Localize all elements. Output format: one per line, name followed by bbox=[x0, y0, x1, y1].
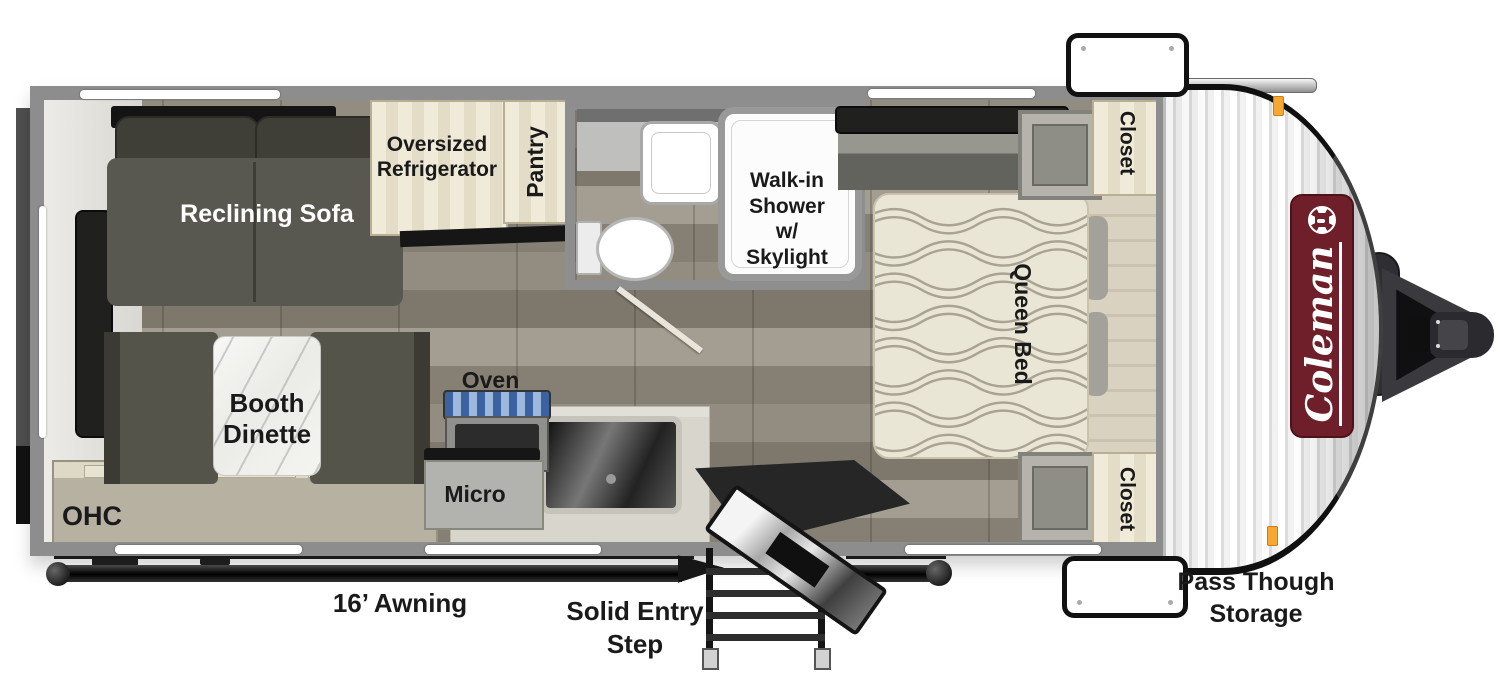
marker-light bbox=[1267, 526, 1278, 546]
coupler-pin bbox=[1436, 320, 1440, 324]
label-pass-through-line1: Pass Though bbox=[1177, 568, 1335, 596]
label-oven: Oven bbox=[461, 367, 520, 393]
label-queen-bed-text: Queen Bed bbox=[1009, 263, 1036, 385]
step-rung bbox=[706, 634, 825, 641]
label-shower-line4: Skylight bbox=[746, 245, 828, 269]
label-refrigerator-line1: Oversized bbox=[386, 133, 488, 156]
marker-light bbox=[1273, 96, 1284, 116]
closet-top bbox=[1092, 100, 1156, 196]
step-rung bbox=[706, 590, 825, 597]
label-micro: Micro bbox=[444, 481, 506, 507]
label-entry-step: Solid Entry Step bbox=[535, 595, 735, 661]
pass-through-door-bottom bbox=[1062, 556, 1188, 618]
faucet bbox=[606, 474, 616, 484]
tongue-jack bbox=[1408, 318, 1434, 352]
bath-sink bbox=[640, 121, 722, 205]
dinette-bench-left bbox=[104, 332, 218, 484]
label-shower-line1: Walk-in bbox=[750, 169, 824, 192]
label-entry-step-line1: Solid Entry bbox=[566, 596, 704, 626]
label-closet-bottom-text: Closet bbox=[1115, 466, 1139, 532]
step-rung bbox=[706, 612, 825, 619]
microwave-top bbox=[424, 448, 540, 462]
trailer-body bbox=[30, 86, 1170, 556]
label-dinette-line1: Booth bbox=[229, 388, 305, 418]
cabinet-face bbox=[1032, 466, 1088, 530]
label-pantry-text: Pantry bbox=[522, 126, 549, 198]
bathroom-door-swing bbox=[616, 286, 704, 354]
label-shower-line2: Shower bbox=[749, 194, 825, 218]
bench-back bbox=[104, 332, 120, 484]
lantern-flame bbox=[1317, 218, 1325, 223]
label-refrigerator-line2: Refrigerator bbox=[376, 158, 498, 182]
dinette-bench-right bbox=[310, 332, 430, 484]
awning-rail bbox=[54, 556, 694, 559]
window-strip bbox=[425, 545, 601, 554]
closet-cabinet-top bbox=[1018, 110, 1102, 200]
step-rail bbox=[706, 548, 713, 650]
bathroom bbox=[565, 100, 865, 290]
coleman-badge-inner: Coleman bbox=[1293, 198, 1351, 434]
label-entry-step-line2: Step bbox=[606, 629, 664, 660]
window-strip bbox=[115, 545, 302, 554]
rear-bumper bbox=[16, 108, 31, 446]
stabilizer-tab bbox=[200, 558, 230, 565]
closet-bottom bbox=[1092, 452, 1156, 542]
pass-through-door-top bbox=[1066, 33, 1189, 97]
sofa-body bbox=[107, 158, 403, 306]
bench-back bbox=[414, 332, 430, 484]
label-shower: Walk-in Shower w/ Skylight bbox=[712, 168, 862, 270]
label-awning: 16’ Awning bbox=[332, 588, 468, 618]
label-dinette: Booth Dinette bbox=[212, 388, 322, 450]
stabilizer-tab bbox=[92, 556, 138, 566]
screw bbox=[1081, 46, 1086, 51]
closet-cabinet-bottom bbox=[1018, 452, 1102, 542]
coleman-lantern-icon bbox=[1308, 205, 1336, 234]
screw bbox=[1077, 600, 1082, 605]
label-closet-top-text: Closet bbox=[1115, 110, 1139, 176]
mattress-wave-pattern bbox=[875, 207, 1087, 457]
trailer-floor bbox=[44, 100, 1156, 542]
label-reclining-sofa: Reclining Sofa bbox=[180, 200, 354, 228]
shower-pan bbox=[731, 120, 849, 268]
step-foot bbox=[702, 648, 719, 670]
awning-rail bbox=[846, 556, 946, 559]
window-strip-rear bbox=[39, 206, 46, 438]
label-shower-line3: w/ bbox=[775, 220, 799, 244]
hitch-coupler bbox=[1430, 312, 1494, 358]
coupler-pin bbox=[1436, 344, 1440, 348]
bath-counter-edge bbox=[577, 109, 737, 122]
queen-bed bbox=[873, 193, 1089, 459]
dinette-table bbox=[213, 336, 321, 476]
window-strip bbox=[868, 89, 1035, 98]
coleman-badge: Coleman bbox=[1290, 194, 1354, 438]
step-foot bbox=[814, 648, 831, 670]
reclining-sofa bbox=[103, 100, 403, 306]
rear-bumper-lower bbox=[16, 446, 31, 524]
awning-tube bbox=[54, 565, 682, 582]
awning-end-cap bbox=[926, 560, 952, 586]
sofa-seam bbox=[253, 162, 256, 302]
microwave-body bbox=[424, 460, 544, 530]
cabinet-face bbox=[1032, 124, 1088, 186]
label-dinette-line2: Dinette bbox=[222, 419, 312, 450]
label-pass-through: Pass Though Storage bbox=[1146, 567, 1366, 631]
label-pass-through-line2: Storage bbox=[1209, 599, 1303, 628]
window-strip bbox=[905, 545, 1101, 554]
kitchen-sink bbox=[540, 416, 682, 514]
toilet bbox=[596, 217, 674, 281]
coleman-wordmark: Coleman bbox=[1299, 241, 1342, 427]
awning-end-cap bbox=[46, 562, 70, 586]
screw bbox=[1169, 46, 1174, 51]
label-refrigerator: Oversized Refrigerator bbox=[357, 132, 517, 182]
refrigerator bbox=[370, 100, 508, 236]
window-strip bbox=[80, 90, 280, 99]
label-ohc: OHC bbox=[62, 501, 122, 531]
coupler-latch bbox=[1438, 320, 1468, 350]
screw bbox=[1168, 600, 1173, 605]
sink-basin bbox=[651, 132, 711, 194]
